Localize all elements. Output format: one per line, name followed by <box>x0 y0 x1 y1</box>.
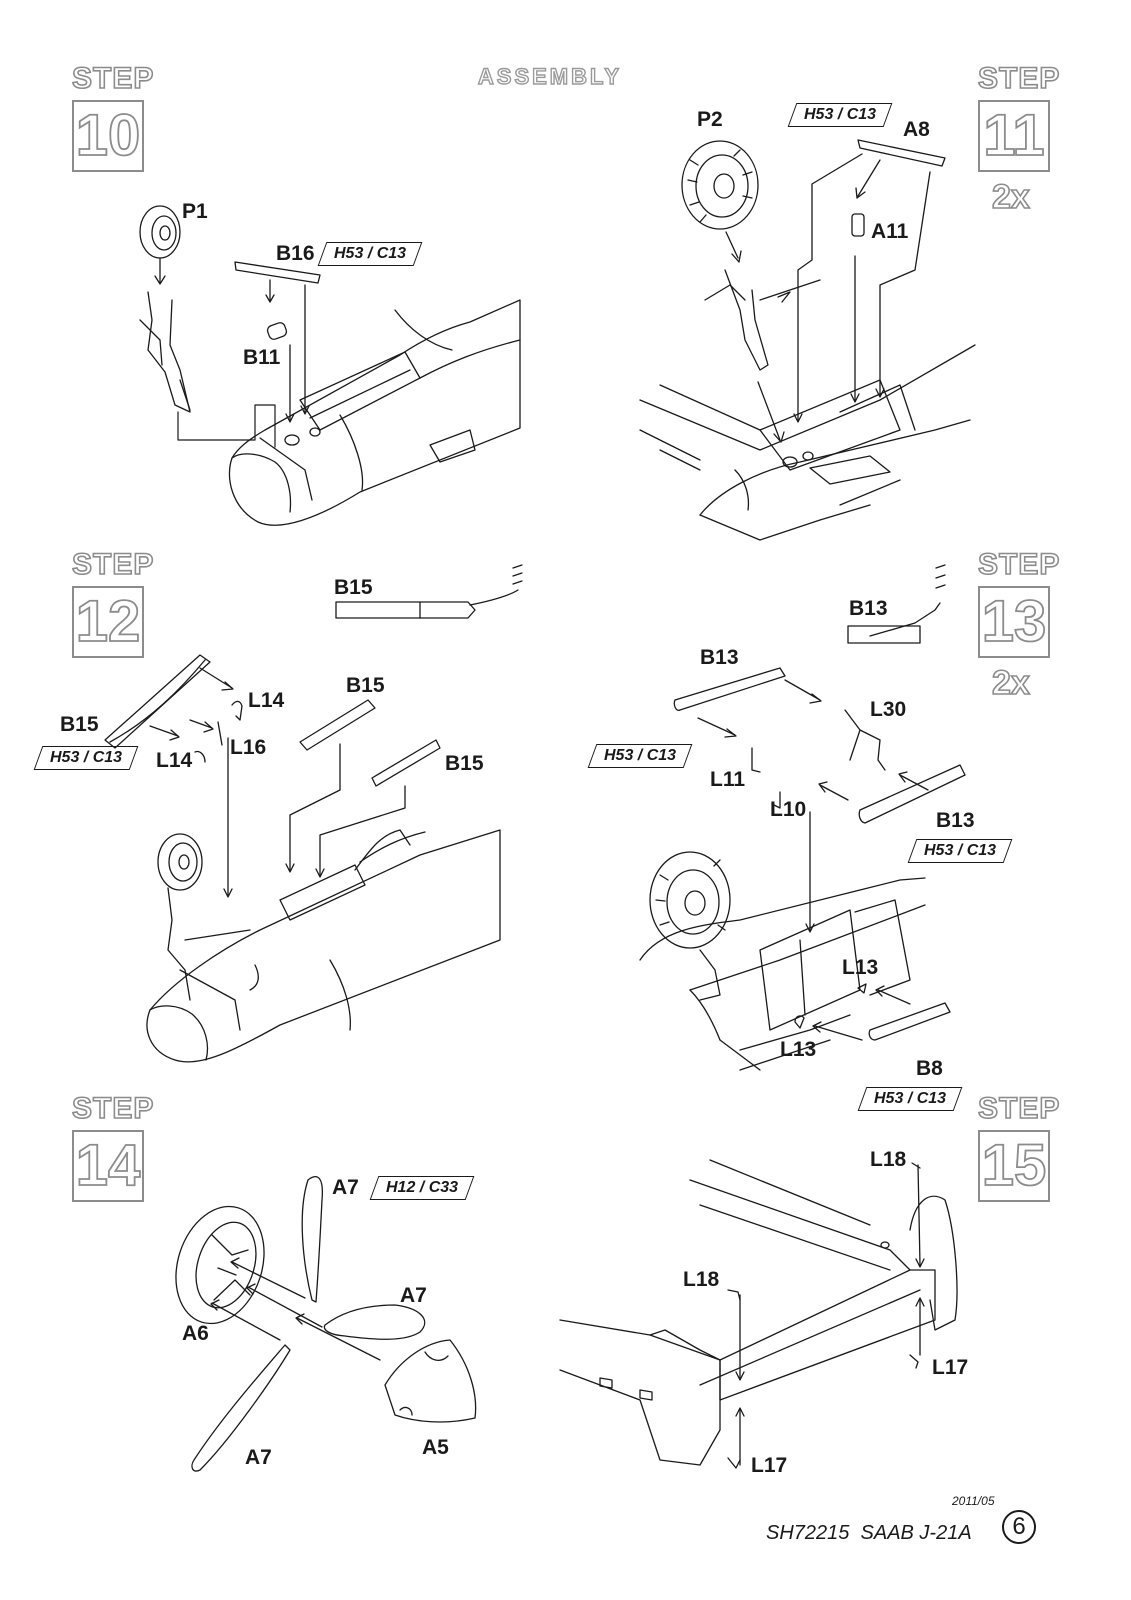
part-label-l14-top: L14 <box>248 689 285 712</box>
step-number-box: 11 <box>978 100 1050 172</box>
step-number: 12 <box>75 589 141 654</box>
step-label: STEP <box>977 547 1061 582</box>
step-label: STEP <box>71 61 155 96</box>
paint-code-step13-c: H53 / C13 <box>862 1087 958 1111</box>
part-label-l13-lower: L13 <box>780 1038 817 1061</box>
step12-door-large <box>104 654 234 749</box>
part-label-b13-upper: B13 <box>700 646 739 669</box>
part-label-b15-detail: B15 <box>334 576 373 599</box>
step13-doors <box>673 667 966 824</box>
part-label-l17-right: L17 <box>932 1356 969 1379</box>
step10-gear-leg <box>139 291 276 448</box>
step-number: 14 <box>75 1133 141 1198</box>
kit-title: SH72215 SAAB J-21A <box>766 1522 972 1544</box>
step-number: 13 <box>981 589 1047 654</box>
step12-small-parts <box>149 700 243 763</box>
step10-fuselage <box>228 299 521 526</box>
part-label-a5: A5 <box>422 1436 449 1459</box>
step11-wing-fuselage <box>639 344 976 541</box>
step-number-box: 15 <box>978 1130 1050 1202</box>
step15-tail <box>559 1159 958 1469</box>
part-label-l10: L10 <box>770 798 807 821</box>
step14-spinner-a6 <box>175 1205 265 1325</box>
part-label-b8: B8 <box>916 1057 943 1080</box>
step-multiplier: 2x <box>991 177 1030 217</box>
part-label-a8: A8 <box>903 118 930 141</box>
page-heading: ASSEMBLY <box>477 63 623 89</box>
part-label-l18-left: L18 <box>683 1268 720 1291</box>
paint-code-step14: H12 / C33 <box>374 1176 470 1200</box>
page-number-value: 6 <box>1012 1513 1026 1540</box>
step14-blades <box>191 1176 426 1472</box>
part-label-l30: L30 <box>870 698 907 721</box>
part-label-a7-mid: A7 <box>400 1284 427 1307</box>
part-label-a11: A11 <box>871 220 909 243</box>
part-label-b13-detail: B13 <box>849 597 888 620</box>
step10-wheel-p1 <box>139 205 181 285</box>
step-number: 11 <box>982 103 1045 168</box>
part-label-b16: B16 <box>276 242 315 265</box>
revision-date: 2011/05 <box>952 1494 995 1508</box>
part-label-a6: A6 <box>182 1322 209 1345</box>
part-label-b11: B11 <box>243 346 281 369</box>
part-label-p2: P2 <box>697 108 723 131</box>
step-label: STEP <box>977 1091 1061 1126</box>
step-multiplier: 2x <box>991 663 1030 703</box>
paint-code-step12: H53 / C13 <box>38 746 134 770</box>
step-label: STEP <box>977 61 1061 96</box>
part-label-l13-upper: L13 <box>842 956 879 979</box>
step13-b13-detail <box>847 564 946 644</box>
paint-code-step13-a: H53 / C13 <box>592 744 688 768</box>
page-number: 6 <box>1002 1510 1036 1544</box>
part-label-b15-mid: B15 <box>346 674 385 697</box>
step-label: STEP <box>71 1091 155 1126</box>
step-label: STEP <box>71 547 155 582</box>
step-number-box: 14 <box>72 1130 144 1202</box>
step12-b15-detail <box>335 564 523 619</box>
step11-gear-leg <box>704 269 821 443</box>
step-number-box: 13 <box>978 586 1050 658</box>
part-label-l17-bottom: L17 <box>751 1454 788 1477</box>
part-label-a7-top: A7 <box>332 1176 359 1199</box>
step11-a8-a11 <box>777 139 946 423</box>
step11-wheel-p2 <box>681 140 759 263</box>
part-label-p1: P1 <box>182 200 208 223</box>
part-label-a7-bottom: A7 <box>245 1446 272 1469</box>
step13-small-parts <box>751 709 886 809</box>
step12-doors-b15 <box>299 699 441 787</box>
part-label-b13-lower: B13 <box>936 809 975 832</box>
part-label-l11: L11 <box>710 768 746 791</box>
paint-code-step13-b: H53 / C13 <box>912 839 1008 863</box>
step-number: 10 <box>75 103 141 168</box>
step12-fuselage <box>146 737 501 1063</box>
step14-cone-a5 <box>384 1339 477 1423</box>
part-label-b15-left: B15 <box>60 713 99 736</box>
paint-code-step11: H53 / C13 <box>792 103 888 127</box>
part-label-l14-bottom: L14 <box>156 749 193 772</box>
step-number-box: 10 <box>72 100 144 172</box>
paint-code-step10: H53 / C13 <box>322 242 418 266</box>
part-label-b15-right: B15 <box>445 752 484 775</box>
step-number-box: 12 <box>72 586 144 658</box>
step13-wing-gear <box>639 811 951 1071</box>
step-number: 15 <box>981 1133 1047 1198</box>
part-label-l16: L16 <box>230 736 267 759</box>
part-label-l18-right: L18 <box>870 1148 907 1171</box>
step10-b16-b11 <box>234 261 321 423</box>
